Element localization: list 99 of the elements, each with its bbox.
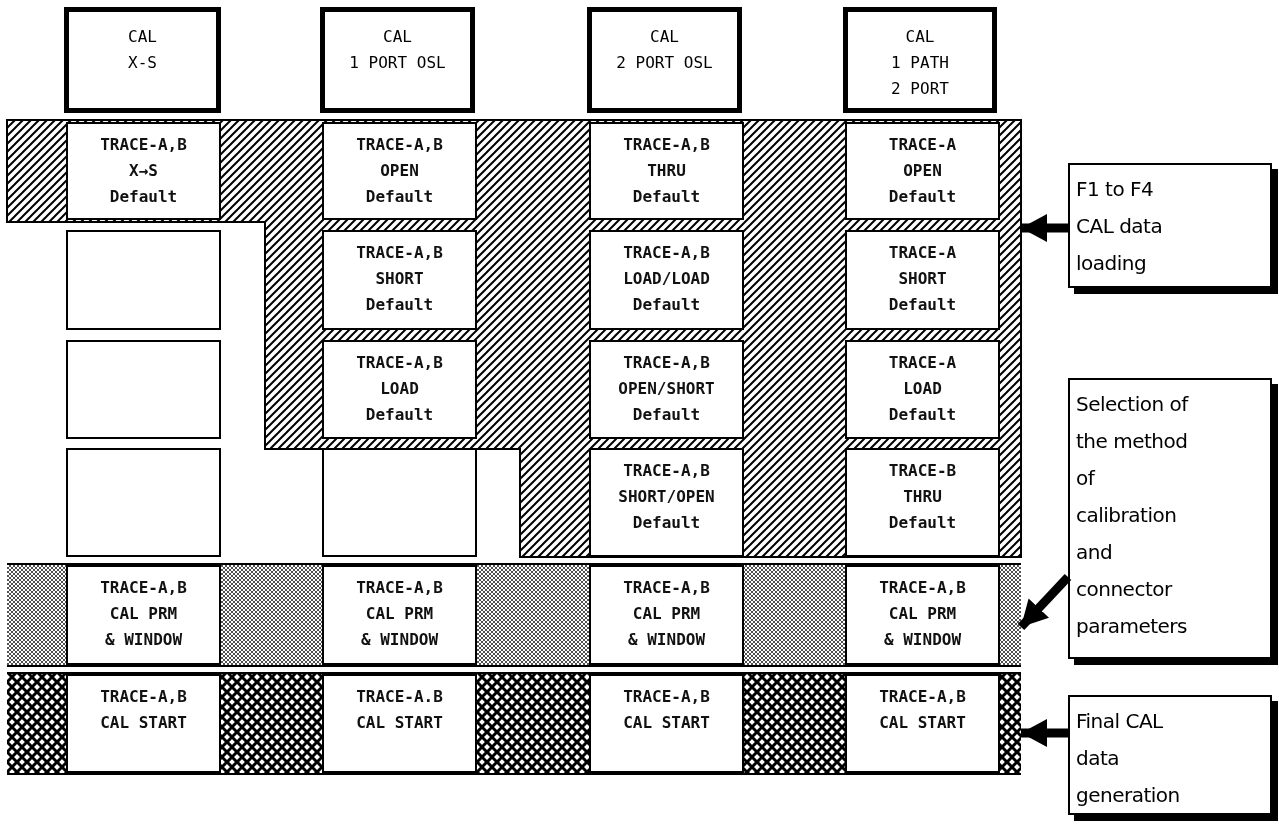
key-label: & WINDOW <box>627 629 706 651</box>
arrow <box>1017 573 1072 631</box>
key-label: CAL PRM <box>109 603 178 625</box>
key-label: CAL START <box>879 712 966 734</box>
softkey-box <box>66 122 221 220</box>
key-label: SHORT <box>375 268 424 290</box>
key-label: TRACE-A.B <box>356 686 443 708</box>
key-label: TRACE-A,B <box>356 352 443 374</box>
key-label: THRU <box>903 486 942 508</box>
key-label: TRACE-A,B <box>623 134 710 156</box>
key-label: CAL START <box>623 712 710 734</box>
softkey-box <box>322 340 477 439</box>
key-label: TRACE-A,B <box>879 577 966 599</box>
key-label: OPEN <box>903 160 942 182</box>
key-label: TRACE-A,B <box>100 577 187 599</box>
key-label: CAL START <box>356 712 443 734</box>
softkey-box <box>845 340 1000 439</box>
key-label: Default <box>888 512 957 534</box>
blank-softkey <box>66 340 221 439</box>
mode-key <box>64 7 221 113</box>
key-label: SHORT/OPEN <box>618 486 715 508</box>
key-label: TRACE-A,B <box>100 686 187 708</box>
key-label: TRACE-A,B <box>879 686 966 708</box>
key-label: TRACE-A,B <box>356 577 443 599</box>
softkey-box <box>66 565 221 665</box>
mode-label: CAL <box>383 26 412 48</box>
softkey-box <box>845 122 1000 220</box>
key-label: Default <box>632 186 701 208</box>
softkey-box <box>845 674 1000 773</box>
key-label: TRACE-A <box>888 352 957 374</box>
key-label: CAL START <box>100 712 187 734</box>
key-label: TRACE-A,B <box>623 686 710 708</box>
arrow <box>1021 719 1068 747</box>
key-label: OPEN/SHORT <box>618 378 715 400</box>
mode-key <box>587 7 742 113</box>
key-label: LOAD <box>380 378 419 400</box>
key-label: CAL PRM <box>365 603 434 625</box>
softkey-box <box>845 230 1000 330</box>
key-label: TRACE-A,B <box>623 460 710 482</box>
softkey-box <box>322 565 477 665</box>
key-label: Default <box>632 294 701 316</box>
key-label: & WINDOW <box>104 629 183 651</box>
key-label: Default <box>888 294 957 316</box>
softkey-box <box>322 230 477 330</box>
key-label: X→S <box>129 160 158 182</box>
mode-label: 1 PATH <box>891 52 949 74</box>
mode-label: CAL <box>128 26 157 48</box>
key-label: Default <box>888 404 957 426</box>
mode-label: 2 PORT <box>891 78 949 100</box>
blank-softkey <box>66 230 221 330</box>
key-label: LOAD/LOAD <box>623 268 710 290</box>
key-label: SHORT <box>898 268 947 290</box>
softkey-box <box>322 122 477 220</box>
key-label: CAL PRM <box>888 603 957 625</box>
key-label: Default <box>632 404 701 426</box>
key-label: TRACE-A,B <box>356 242 443 264</box>
mode-label: CAL <box>905 26 935 48</box>
softkey-box <box>589 122 744 220</box>
softkey-box <box>589 340 744 439</box>
mode-label: 2 PORT OSL <box>616 52 713 74</box>
key-label: Default <box>365 294 434 316</box>
mode-key <box>320 7 475 113</box>
softkey-box <box>589 230 744 330</box>
key-label: THRU <box>647 160 686 182</box>
key-label: Default <box>365 186 434 208</box>
softkey-box <box>845 565 1000 665</box>
key-label: & WINDOW <box>883 629 962 651</box>
key-label: TRACE-A,B <box>623 577 710 599</box>
key-label: TRACE-A <box>888 242 957 264</box>
key-label: CAL PRM <box>632 603 701 625</box>
mode-label: X-S <box>128 52 157 74</box>
softkey-box <box>589 674 744 773</box>
callout-text: F1 to F4 CAL data loading <box>1076 176 1164 277</box>
key-label: & WINDOW <box>360 629 439 651</box>
key-label: TRACE-A,B <box>356 134 443 156</box>
callout-text: Final CAL data generation <box>1076 708 1181 809</box>
key-label: TRACE-A,B <box>623 242 710 264</box>
mode-label: 1 PORT OSL <box>349 52 446 74</box>
blank-softkey <box>322 448 477 557</box>
softkey-box <box>322 674 477 773</box>
key-label: LOAD <box>903 378 942 400</box>
key-label: Default <box>632 512 701 534</box>
arrow <box>1021 214 1068 242</box>
key-label: Default <box>888 186 957 208</box>
key-label: TRACE-A,B <box>100 134 187 156</box>
key-label: Default <box>109 186 178 208</box>
mode-key <box>843 7 997 113</box>
softkey-box <box>66 674 221 773</box>
key-label: TRACE-A,B <box>623 352 710 374</box>
softkey-box <box>589 565 744 665</box>
callout-text: Selection of the method of calibration and connector parameters <box>1076 391 1190 640</box>
mode-label: CAL <box>650 26 679 48</box>
key-label: OPEN <box>380 160 419 182</box>
blank-softkey <box>66 448 221 557</box>
softkey-box <box>589 448 744 557</box>
key-label: TRACE-A <box>888 134 957 156</box>
softkey-box <box>845 448 1000 557</box>
key-label: Default <box>365 404 434 426</box>
key-label: TRACE-B <box>888 460 957 482</box>
